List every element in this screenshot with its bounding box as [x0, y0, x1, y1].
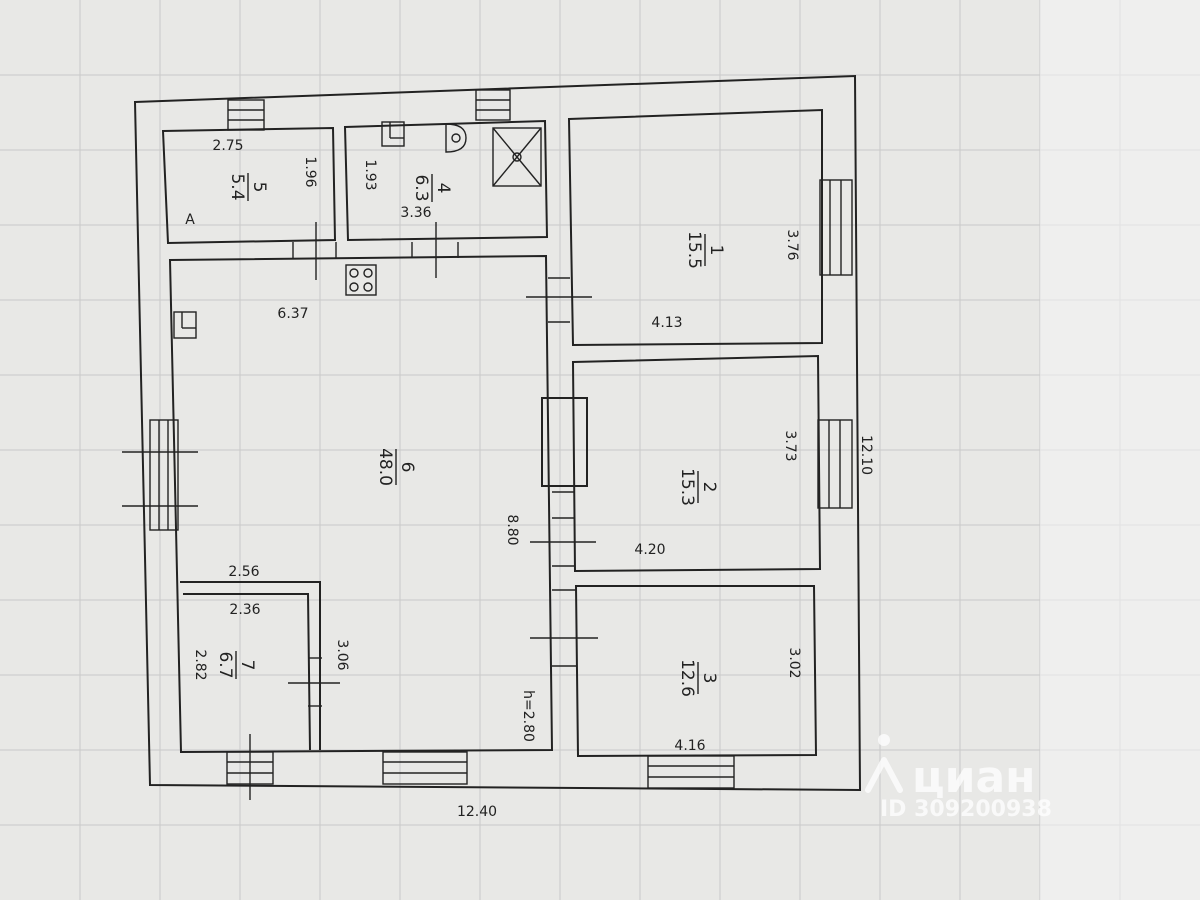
outer-right-dim: 12.10	[858, 435, 874, 475]
room-2-outline	[571, 354, 822, 573]
windows	[149, 89, 853, 789]
room-7-number: 7	[237, 660, 257, 671]
room-1-outline	[567, 108, 823, 347]
room-7-inner-width-dim: 2.36	[229, 602, 260, 618]
room-1-label: 1 15.5	[684, 231, 726, 269]
room-2-width-dim: 4.20	[634, 542, 665, 558]
room-4-number: 4	[433, 183, 453, 194]
toilet-icon	[445, 123, 467, 153]
room-4-area: 6.3	[411, 174, 431, 201]
room-1-number: 1	[706, 245, 726, 256]
room-2-depth-dim: 3.73	[782, 430, 798, 461]
room-1-width-dim: 4.13	[651, 315, 682, 331]
room-3-area: 12.6	[677, 659, 697, 697]
room-2-label: 2 15.3	[677, 468, 719, 506]
room-7-outer-partition	[180, 581, 321, 750]
room-6-outline	[168, 254, 554, 754]
room-7-inner-partition	[183, 593, 311, 751]
window-top-right	[475, 89, 511, 121]
window-room-2	[817, 419, 853, 509]
room-4-label: 4 6.3	[411, 174, 453, 202]
room-4-outline	[343, 119, 549, 242]
room-5-depth-dim: 1.96	[302, 156, 318, 187]
room-7-outer-width-dim: 2.56	[228, 564, 259, 580]
room-5-number: 5	[249, 182, 269, 193]
stove-block	[541, 397, 588, 487]
room-7-label: 7 6.7	[215, 651, 257, 679]
cooktop-icon	[345, 264, 377, 296]
room-6-area: 48.0	[375, 448, 395, 486]
watermark-brand: циан	[912, 752, 1036, 803]
watermark: циан ID 309200938	[865, 734, 1052, 822]
room-6-length-dim: 8.80	[504, 514, 520, 545]
window-top-left	[227, 99, 265, 131]
room-5-outline	[161, 126, 337, 245]
room-4-depth-dim: 1.93	[362, 159, 378, 190]
window-room-3	[647, 755, 735, 789]
window-room-6-left	[149, 419, 179, 531]
shower-icon	[492, 127, 542, 187]
sink-icon	[173, 311, 197, 339]
doors	[122, 222, 598, 800]
watermark-id: ID 309200938	[880, 797, 1052, 822]
room-2-number: 2	[699, 482, 719, 493]
room-6-label: 6 48.0	[375, 448, 417, 486]
bath-sink-icon	[381, 121, 405, 147]
room-1-area: 15.5	[684, 231, 704, 269]
outer-wall	[133, 74, 862, 792]
room-6-number: 6	[397, 462, 417, 473]
room-3-number: 3	[699, 673, 719, 684]
room-5-label: 5 5.4	[227, 173, 269, 201]
room-3-label: 3 12.6	[677, 659, 719, 697]
room-4-width-dim: 3.36	[400, 205, 431, 221]
room-7-side-dim: 3.06	[334, 639, 350, 670]
fixtures	[173, 121, 542, 339]
room-1-depth-dim: 3.76	[784, 229, 800, 260]
room-7-area: 6.7	[215, 651, 235, 678]
room-5-width-dim: 2.75	[212, 138, 243, 154]
window-room-1	[819, 179, 853, 276]
room-3-width-dim: 4.16	[674, 738, 705, 754]
marker-a: A	[185, 212, 195, 228]
room-6-width-dim: 6.37	[277, 306, 308, 322]
room-3-depth-dim: 3.02	[786, 647, 802, 678]
room-2-area: 15.3	[677, 468, 697, 506]
room-5-area: 5.4	[227, 173, 247, 200]
outer-bottom-dim: 12.40	[457, 804, 497, 820]
paper-light-edge	[1040, 0, 1200, 900]
cian-logo-icon	[865, 734, 903, 793]
ceiling-height-dim: h=2.80	[520, 690, 536, 742]
room-3-outline	[574, 585, 818, 758]
room-7-depth-dim: 2.82	[192, 649, 208, 680]
window-room-6-bottom	[382, 751, 468, 785]
